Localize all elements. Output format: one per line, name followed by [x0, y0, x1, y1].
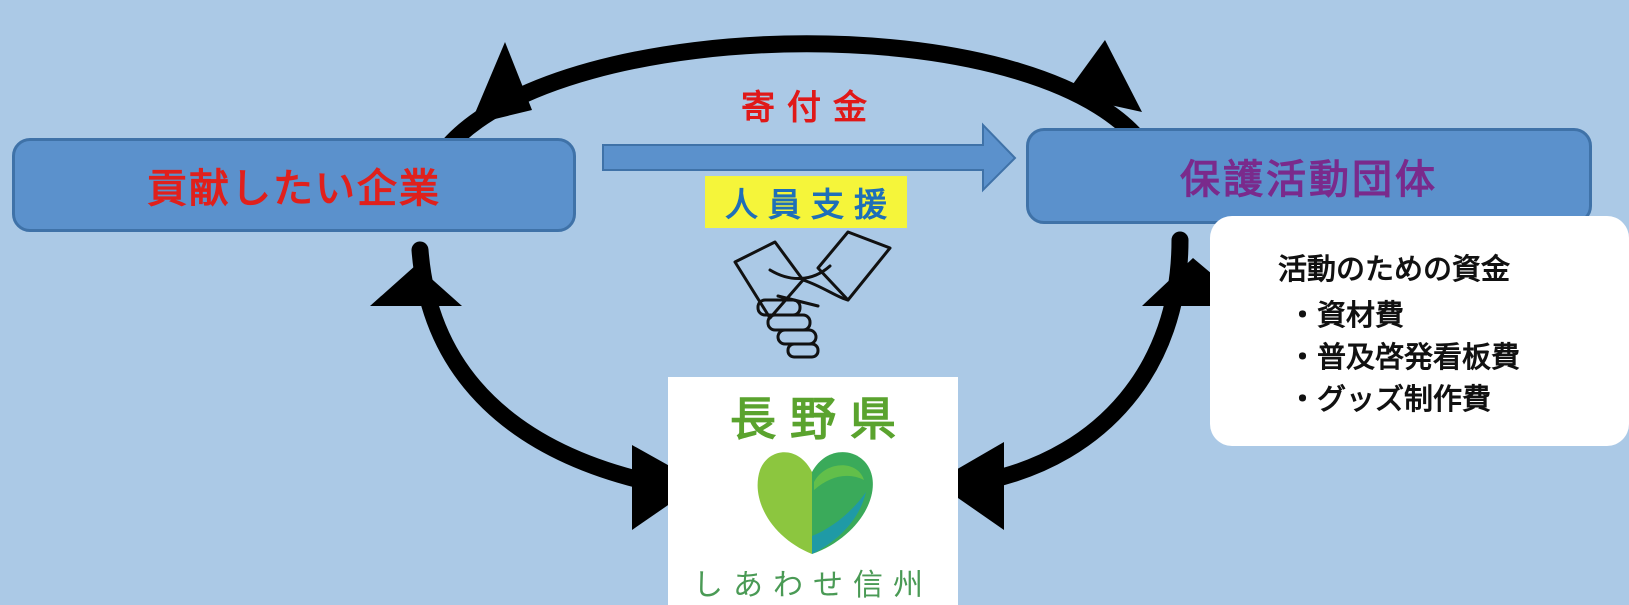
funds-item: ・普及啓発看板費 [1288, 340, 1521, 374]
arrowhead-top-left [470, 42, 532, 125]
handshake-icon [733, 230, 892, 359]
arrow-heads [370, 40, 1250, 530]
prefecture-name: 長野県 [730, 392, 910, 446]
funds-item: ・グッズ制作費 [1288, 382, 1492, 416]
funds-item: ・資材費 [1288, 298, 1405, 332]
arrowhead-left-down [632, 445, 700, 530]
donation-label: 寄付金 [741, 88, 879, 128]
heart-logo-icon [757, 452, 873, 554]
cycle-arrow-right [981, 231, 1189, 489]
prefecture-panel: 長野県 しあわせ信州 [668, 377, 958, 605]
funds-box: 活動のための資金 ・資材費 ・普及啓発看板費 ・グッズ制作費 [1210, 216, 1629, 446]
company-box: 貢献したい企業 [12, 138, 576, 232]
staff-support-text: 人員支援 [725, 185, 897, 224]
arrowhead-left-up [370, 265, 462, 306]
funds-title: 活動のための資金 [1278, 252, 1511, 286]
staff-support-label: 人員支援 [705, 176, 907, 228]
protection-group-label: 保護活動団体 [1180, 157, 1438, 203]
arrowhead-right-down [935, 442, 1004, 530]
flow-arrow [602, 122, 1017, 193]
funds-list: ・資材費 ・普及啓発看板費 ・グッズ制作費 [1278, 294, 1629, 420]
flow-arrow-icon [602, 122, 1017, 193]
arrowhead-top-right [1065, 40, 1142, 112]
protection-group-box: 保護活動団体 [1026, 128, 1592, 224]
cycle-arrow-left [411, 241, 649, 489]
prefecture-slogan: しあわせ信州 [693, 568, 933, 603]
company-label: 貢献したい企業 [147, 166, 441, 212]
